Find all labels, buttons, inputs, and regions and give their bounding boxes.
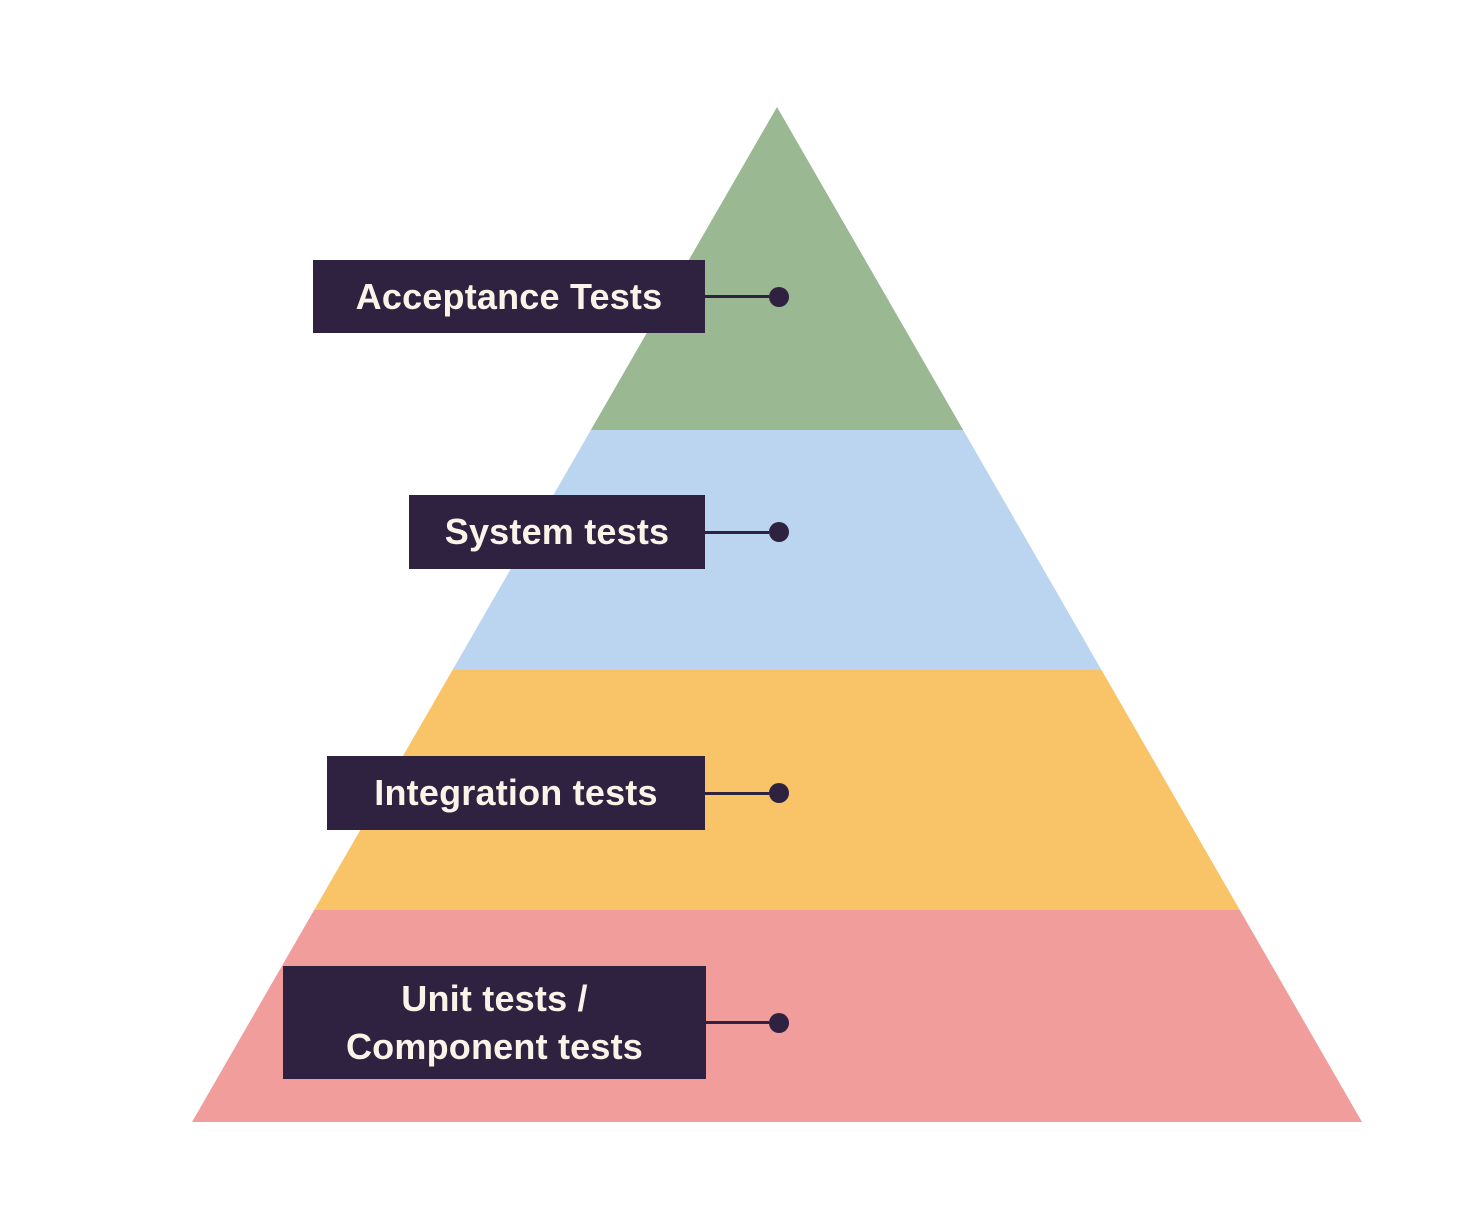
connector-line [705, 530, 769, 534]
callout-acceptance-tests: Acceptance Tests [313, 260, 789, 333]
pyramid-layer-acceptance-tests [590, 107, 964, 430]
label-text-line2: Component tests [345, 1025, 643, 1067]
connector-dot [769, 522, 789, 542]
label-text: Acceptance Tests [355, 275, 663, 317]
label-system-tests: System tests [409, 495, 705, 569]
label-integration-tests: Integration tests [327, 756, 705, 830]
callout-unit-tests: Unit tests / Component tests [283, 966, 789, 1079]
connector-line [705, 791, 769, 795]
callout-system-tests: System tests [409, 495, 789, 569]
label-text: System tests [444, 511, 670, 552]
connector-dot [769, 783, 789, 803]
label-unit-tests: Unit tests / Component tests [283, 966, 706, 1079]
connector-dot [769, 1012, 789, 1033]
label-text: Unit tests / [401, 977, 588, 1019]
connector-line [705, 295, 769, 298]
connector-dot [769, 286, 789, 307]
callout-integration-tests: Integration tests [327, 756, 789, 830]
pyramid-layer-system-tests [452, 430, 1102, 670]
label-text: Integration tests [374, 772, 658, 813]
label-acceptance-tests: Acceptance Tests [313, 260, 705, 333]
connector-line [706, 1021, 769, 1024]
